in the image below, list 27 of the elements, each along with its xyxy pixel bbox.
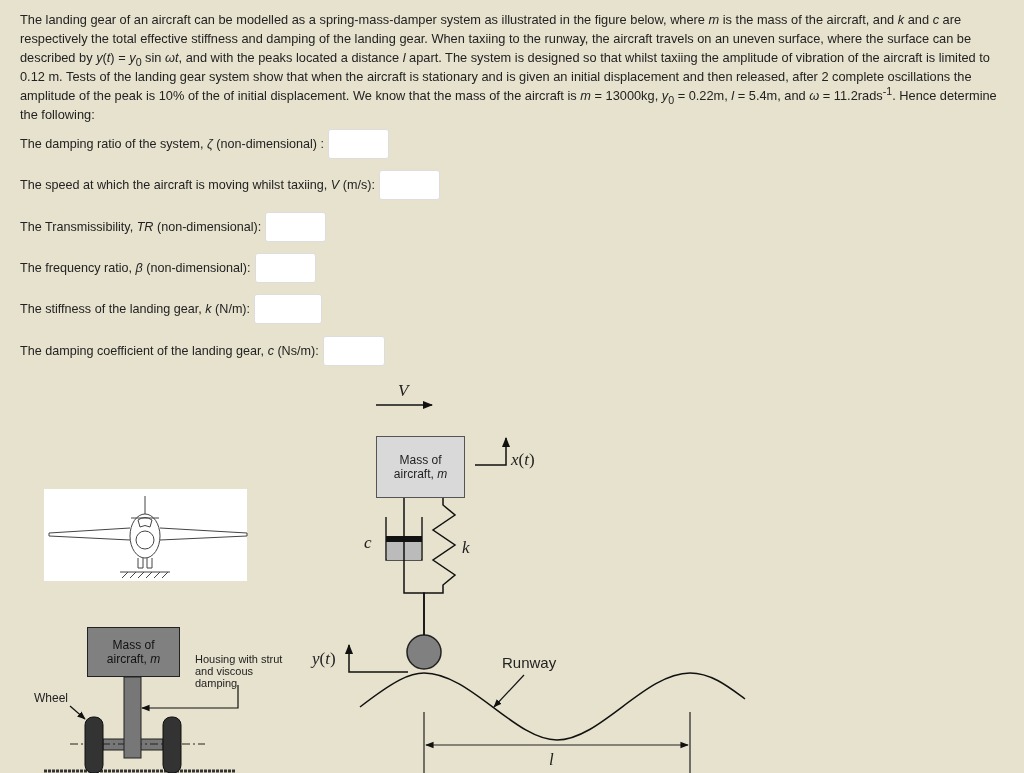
mass-block: Mass of aircraft, m xyxy=(376,436,465,498)
strut xyxy=(123,676,142,759)
question-text: The Transmissibility, TR (non-dimensional): xyxy=(20,220,262,234)
spring-symbol xyxy=(423,497,457,636)
callout-text: Wheel xyxy=(34,690,79,706)
velocity-label: V xyxy=(398,381,409,401)
stiffness-label: k xyxy=(462,538,470,558)
runway-label: Runway xyxy=(502,653,564,671)
displacement-label: x(t) xyxy=(511,450,535,470)
runway-curve xyxy=(359,672,746,741)
damping-label: c xyxy=(364,533,372,553)
wheel xyxy=(162,716,182,773)
dimension-label: l xyxy=(549,750,554,770)
question-text: The speed at which the aircraft is moving whilst taxiing, V (m/s): xyxy=(20,178,375,192)
callout-text: Housing with strut and viscous damping xyxy=(195,649,290,693)
leader-line xyxy=(493,674,525,708)
wheel-circle xyxy=(406,634,442,670)
leader-line xyxy=(69,705,86,720)
wheel xyxy=(84,716,104,773)
question-text: The damping ratio of the system, ζ (non-dimensional) : xyxy=(20,137,325,151)
displacement-label: y(t) xyxy=(312,649,336,669)
question-text: The frequency ratio, β (non-dimensional): xyxy=(20,261,251,275)
question-paragraph: The landing gear of an aircraft can be modelled as a spring-mass-damper system as illustrated in the figure below, where m is the mass of the aircraft, and k and c are respectively the total effective stiffness and damping of the landing gear. When taxiing to the runway, the aircraft travels on an uneven surface, where the surface can be described by y(t) = y$_{0}$ sin ωt, and with the peaks located a distance l apart. The system is designed so that whilst taxiing the amplitude of vibration of the aircraft is limited to 0.12 m. Tests of the landing gear system show that when the aircraft is stationary and is given an initial displacement and then released, after 2 complete oscillations the amplitude of the peak is 10% of the of initial displacement. We know that the mass of the aircraft is m = 13000kg, y$_{0}$ = 0.22m, l = 5.4m, and ω = 11.2rads$^{-1}$. Hence determine the following: xyxy=(20,11,998,124)
question-text: The damping coefficient of the landing gear, c (Ns/m): xyxy=(20,344,319,358)
question-text: The stiffness of the landing gear, k (N/m): xyxy=(20,302,251,316)
leader-line xyxy=(141,684,239,712)
mass-block: Mass of aircraft, m xyxy=(87,627,180,677)
